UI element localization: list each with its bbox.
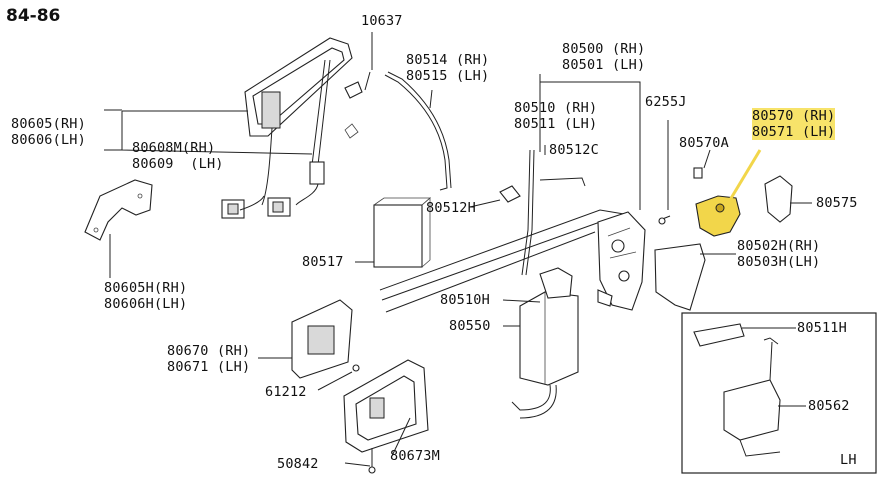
label-80510h: 80510H <box>440 292 490 308</box>
label-80501: 80501 (LH) <box>562 57 646 73</box>
label-50842: 50842 <box>277 456 319 472</box>
label-80510: 80510 (RH) <box>514 100 598 116</box>
clip-10637 <box>344 71 371 139</box>
label-80503h: 80503H(LH) <box>737 254 821 270</box>
label-80500: 80500 (RH) <box>562 41 646 57</box>
lh-inset-frame <box>681 312 877 474</box>
label-80562: 80562 <box>808 398 850 414</box>
label-10637: 10637 <box>361 13 403 29</box>
label-80512h: 80512H <box>426 200 476 216</box>
label-80514: 80514 (RH) <box>406 52 490 68</box>
label-80605: 80605(RH) <box>11 116 86 132</box>
long-rods-80510 <box>379 149 631 313</box>
label-80606: 80606(LH) <box>11 132 86 148</box>
label-80608m: 80608M(RH) <box>132 140 216 156</box>
label-80570a: 80570A <box>679 135 729 151</box>
striker-80570-highlighted <box>695 149 762 237</box>
link-rod-80608m <box>267 59 331 217</box>
label-80605h: 80605H(RH) <box>104 280 188 296</box>
label-80502h: 80502H(RH) <box>737 238 821 254</box>
label-80511h: 80511H <box>797 320 847 336</box>
label-80515: 80515 (LH) <box>406 68 490 84</box>
label-80609: 80609 (LH) <box>132 156 224 172</box>
outside-handle-part <box>221 37 353 219</box>
label-80671: 80671 (LH) <box>167 359 251 375</box>
plate-80502h <box>654 243 706 311</box>
bracket-80670 <box>291 299 353 379</box>
label-80571-highlighted: 80571 (LH) <box>752 124 836 140</box>
diagram-year-range: 84-86 <box>6 6 61 26</box>
label-80550: 80550 <box>449 318 491 334</box>
inside-handle-80673m <box>343 359 429 453</box>
label-80575: 80575 <box>816 195 858 211</box>
clip-80512h <box>499 185 521 203</box>
label-80517: 80517 <box>302 254 344 270</box>
label-61212: 61212 <box>265 384 307 400</box>
label-80606h: 80606H(LH) <box>104 296 188 312</box>
cover-80575 <box>764 175 793 223</box>
inset-label-lh: LH <box>840 452 857 468</box>
rod-80514 <box>384 74 448 191</box>
actuator-80550 <box>511 267 579 419</box>
door-lock-80500 <box>597 211 646 311</box>
label-6255j: 6255J <box>645 94 687 110</box>
pad-80517 <box>373 204 423 268</box>
label-80570-highlighted: 80570 (RH) <box>752 108 836 124</box>
label-80670: 80670 (RH) <box>167 343 251 359</box>
bracket-80605h <box>84 179 153 241</box>
label-80511: 80511 (LH) <box>514 116 598 132</box>
lh-inset-parts <box>693 323 781 457</box>
leader-lines <box>104 32 812 467</box>
label-80512c: 80512C <box>549 142 599 158</box>
label-80673m: 80673M <box>390 448 440 464</box>
